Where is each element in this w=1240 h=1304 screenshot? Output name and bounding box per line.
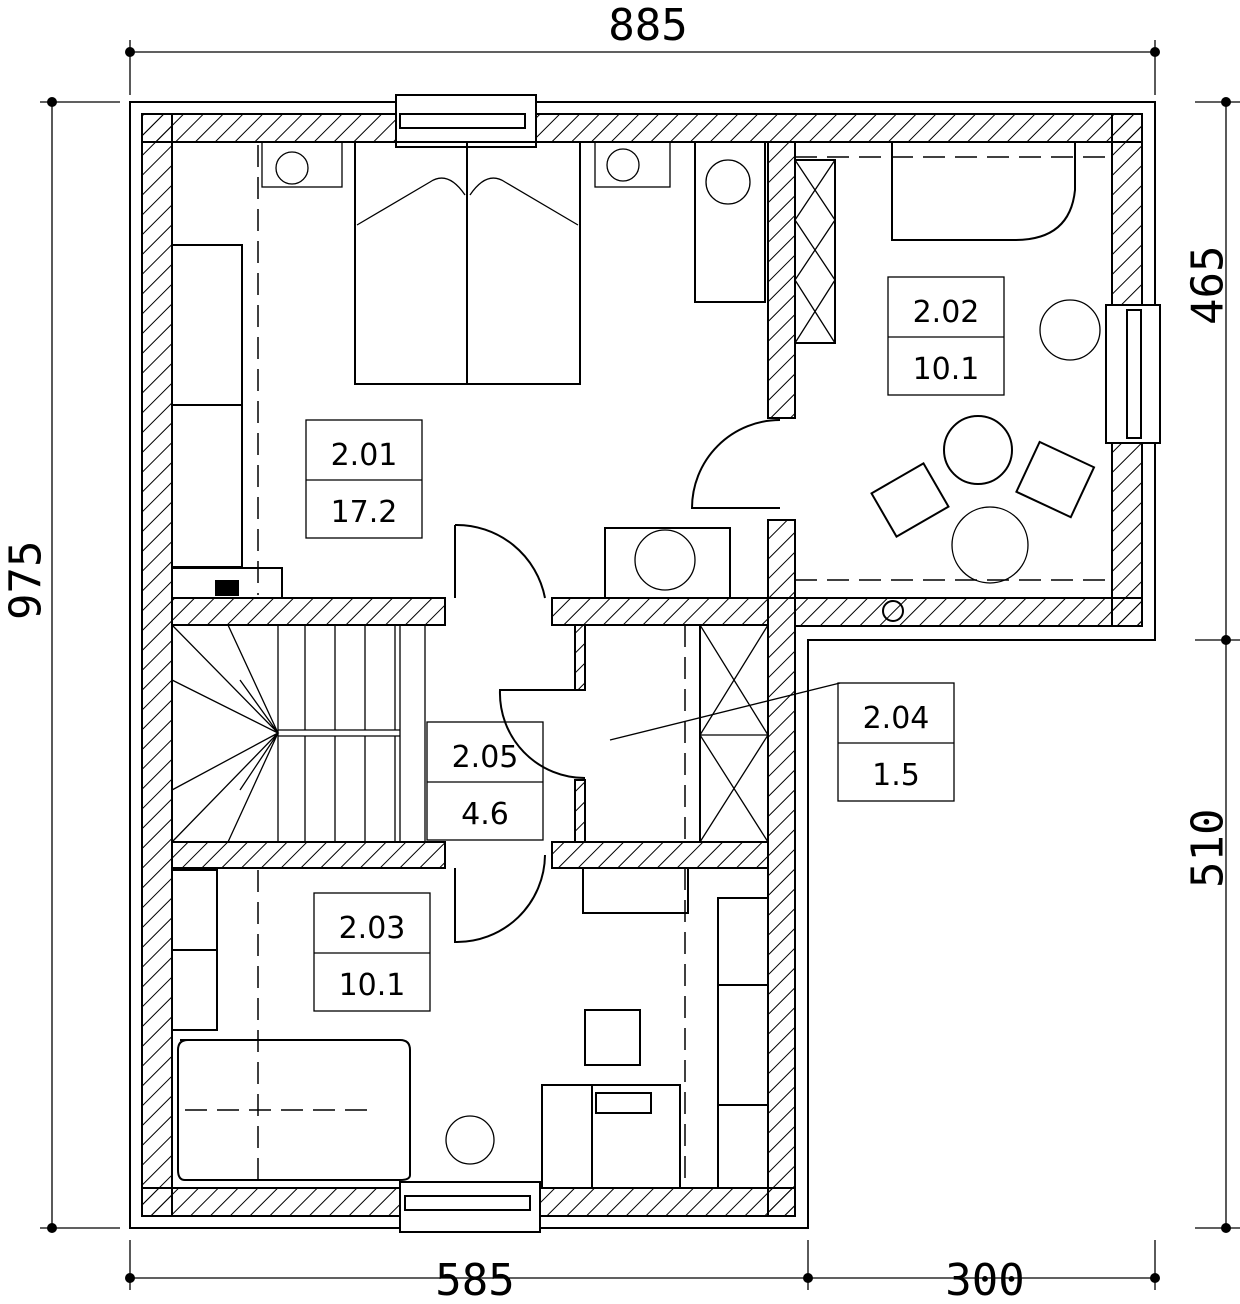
dim-bottom-left: 585 <box>435 1255 514 1304</box>
furniture <box>171 141 1112 1189</box>
dim-right-lower: 510 <box>1182 809 1233 888</box>
room-area: 1.5 <box>872 758 920 793</box>
plants <box>275 148 1101 1165</box>
room-area: 4.6 <box>461 797 509 832</box>
outer-contour <box>129 101 1156 1229</box>
dim-bottom-right: 300 <box>945 1255 1024 1304</box>
room-label-2-03: 2.03 10.1 <box>313 892 431 1012</box>
dim-right-upper: 465 <box>1182 246 1233 325</box>
dimension-lines <box>40 40 1240 1290</box>
windows <box>395 94 1161 1233</box>
room-area: 10.1 <box>339 968 406 1003</box>
walls <box>141 113 1143 1217</box>
room-number: 2.05 <box>452 740 519 775</box>
room-label-2-05: 2.05 4.6 <box>426 721 544 841</box>
dim-left-total: 975 <box>0 541 51 620</box>
room-label-2-04: 2.04 1.5 <box>837 682 955 802</box>
room-number: 2.02 <box>913 295 980 330</box>
doors <box>454 419 781 944</box>
dimension-dots <box>47 47 1231 1283</box>
room-number: 2.03 <box>339 911 406 946</box>
dim-top-total: 885 <box>608 0 687 51</box>
room-area: 10.1 <box>913 352 980 387</box>
room-label-2-02: 2.02 10.1 <box>887 276 1005 396</box>
room-area: 17.2 <box>331 495 398 530</box>
room-number: 2.04 <box>863 701 930 736</box>
room-number: 2.01 <box>331 438 398 473</box>
room-label-2-01: 2.01 17.2 <box>305 419 423 539</box>
